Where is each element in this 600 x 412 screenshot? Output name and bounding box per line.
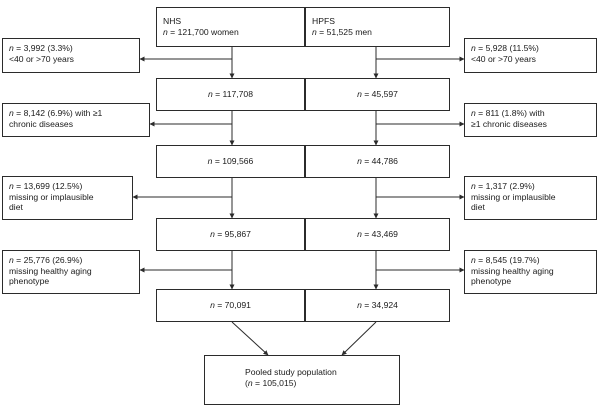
pooled-title: Pooled study population [245, 367, 337, 377]
exclusion-reason: missing healthy aging [9, 265, 92, 276]
exclusion-count: n = 8,142 (6.9%) with ≥1 [9, 108, 103, 118]
arrow-34924-to-pooled [341, 321, 377, 356]
remaining-box-nhs-2: n = 109,566 [156, 145, 305, 178]
exclusion-reason: missing healthy aging [471, 265, 554, 276]
exclusion-reason: chronic diseases [9, 118, 74, 129]
exclusion-box-nhs-age: n = 3,992 (3.3%) <40 or >70 years [2, 38, 140, 73]
exclusion-reason: <40 or >70 years [9, 53, 74, 64]
exclusion-box-hpfs-chronic: n = 811 (1.8%) with ≥1 chronic diseases [464, 103, 597, 137]
exclusion-reason: ≥1 chronic diseases [471, 118, 547, 129]
exclusion-count: n = 5,928 (11.5%) [471, 43, 539, 53]
pooled-population-box: Pooled study population (n = 105,015) [204, 355, 400, 405]
cohort-count-nhs: n = 121,700 women [163, 26, 239, 37]
cohort-name-nhs: NHS [163, 16, 182, 26]
exclusion-box-hpfs-age: n = 5,928 (11.5%) <40 or >70 years [464, 38, 597, 73]
exclusion-box-nhs-chronic: n = 8,142 (6.9%) with ≥1 chronic disease… [2, 103, 150, 137]
exclusion-count: n = 3,992 (3.3%) [9, 43, 73, 53]
exclusion-count: n = 811 (1.8%) with [471, 108, 545, 118]
exclusion-reason-cont: diet [471, 202, 485, 213]
cohort-count-hpfs: n = 51,525 men [312, 26, 372, 37]
exclusion-reason-cont: phenotype [9, 276, 50, 287]
remaining-box-hpfs-1: n = 45,597 [305, 78, 450, 111]
remaining-count: n = 109,566 [207, 156, 254, 167]
remaining-count: n = 95,867 [210, 229, 251, 240]
cohort-name-hpfs: HPFS [312, 16, 335, 26]
remaining-count: n = 117,708 [207, 89, 253, 100]
cohort-box-hpfs: HPFS n = 51,525 men [305, 7, 450, 47]
remaining-count: n = 70,091 [210, 300, 251, 311]
exclusion-reason: <40 or >70 years [471, 53, 536, 64]
arrow-70091-to-pooled [231, 321, 269, 356]
exclusion-box-nhs-phenotype: n = 25,776 (26.9%) missing healthy aging… [2, 250, 140, 294]
exclusion-count: n = 1,317 (2.9%) [471, 181, 535, 191]
exclusion-count: n = 8,545 (19.7%) [471, 255, 540, 265]
pooled-count: (n = 105,015) [245, 377, 297, 388]
remaining-box-nhs-3: n = 95,867 [156, 218, 305, 251]
remaining-box-hpfs-3: n = 43,469 [305, 218, 450, 251]
exclusion-box-hpfs-phenotype: n = 8,545 (19.7%) missing healthy aging … [464, 250, 597, 294]
exclusion-count: n = 13,699 (12.5%) [9, 181, 83, 191]
cohort-box-nhs: NHS n = 121,700 women [156, 7, 305, 47]
exclusion-reason-cont: phenotype [471, 276, 512, 287]
remaining-box-hpfs-4: n = 34,924 [305, 289, 450, 322]
exclusion-reason-cont: diet [9, 202, 23, 213]
exclusion-box-hpfs-diet: n = 1,317 (2.9%) missing or implausible … [464, 176, 597, 220]
remaining-count: n = 43,469 [357, 229, 398, 240]
remaining-count: n = 45,597 [357, 89, 398, 100]
remaining-box-nhs-4: n = 70,091 [156, 289, 305, 322]
remaining-count: n = 44,786 [357, 156, 398, 167]
exclusion-box-nhs-diet: n = 13,699 (12.5%) missing or implausibl… [2, 176, 133, 220]
remaining-count: n = 34,924 [357, 300, 398, 311]
exclusion-count: n = 25,776 (26.9%) [9, 255, 83, 265]
exclusion-reason: missing or implausible [471, 191, 556, 202]
remaining-box-nhs-1: n = 117,708 [156, 78, 305, 111]
exclusion-reason: missing or implausible [9, 191, 94, 202]
remaining-box-hpfs-2: n = 44,786 [305, 145, 450, 178]
